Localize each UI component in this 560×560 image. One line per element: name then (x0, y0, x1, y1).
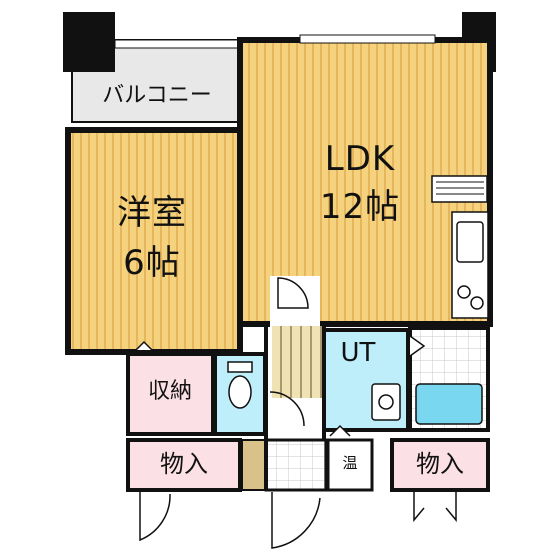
western-room-label-1: 洋室 (117, 193, 187, 233)
ldk-label-2: 12帖 (319, 187, 401, 227)
door-swing-storage-left (139, 492, 171, 542)
entrance-shoe-area (241, 439, 267, 491)
storage-right-label: 物入 (416, 450, 464, 478)
bathtub-icon (415, 383, 483, 425)
utility-label: UT (340, 338, 376, 368)
kitchen-range-hood (431, 175, 488, 203)
door-swing-storage-right (413, 492, 457, 523)
closet-area (126, 352, 215, 436)
closet-door-marker (135, 340, 153, 351)
storage-left-label: 物入 (160, 450, 208, 478)
range-hood-lines (436, 181, 484, 195)
bath-door-marker (409, 335, 426, 357)
storage-left-area (126, 438, 242, 492)
western-room-label-2: 6帖 (123, 243, 181, 283)
ldk-top-window (299, 34, 436, 44)
water-heater-area (326, 438, 374, 492)
closet-label: 収納 (147, 379, 192, 404)
washbasin-icon (371, 383, 401, 421)
toilet-bowl-icon (228, 375, 252, 409)
ldk-label-1: LDK (324, 139, 396, 179)
toilet-tank (227, 361, 253, 373)
water-heater-label: 温 (342, 454, 358, 472)
balcony-label: バルコニー (102, 83, 212, 108)
door-swing-toilet (269, 391, 305, 427)
storage-right-area (390, 438, 490, 492)
door-swing-ldk (277, 277, 309, 309)
pillar-top-left (63, 12, 115, 72)
water-heater-marker (329, 424, 351, 437)
kitchen-sink (456, 221, 484, 263)
interior-walls (238, 130, 326, 490)
western-room-floor (65, 127, 243, 355)
balcony-window-rail (114, 39, 241, 49)
hallway-stairs (272, 326, 322, 398)
door-swing-entrance (271, 492, 321, 549)
stove-burner-2 (470, 296, 484, 310)
entrance-tile (264, 438, 328, 492)
washbasin-bowl (378, 394, 394, 410)
stove-burner-1 (457, 285, 471, 299)
